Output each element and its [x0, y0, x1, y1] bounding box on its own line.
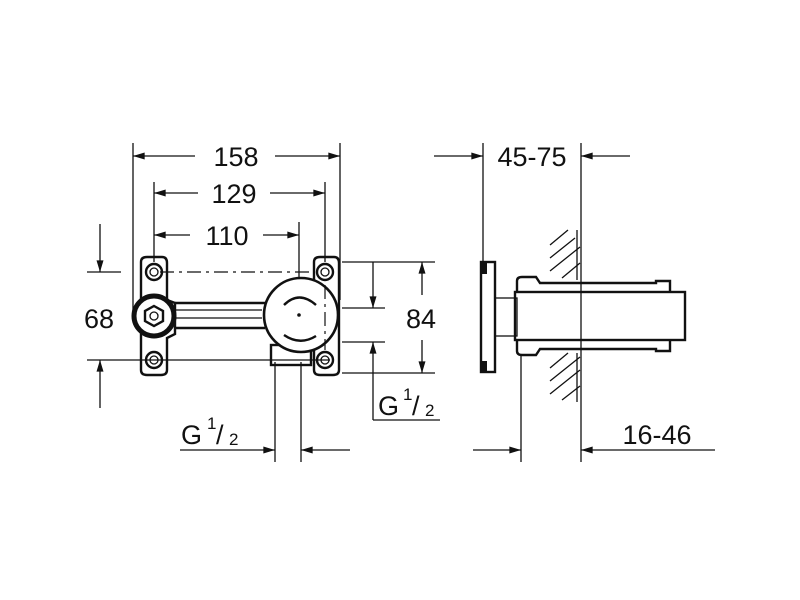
wall-hatch — [549, 229, 581, 402]
dimension-outlet-thread — [180, 362, 350, 462]
mounting-flange — [479, 260, 497, 374]
dimension-16-46: 16-46 — [473, 356, 715, 462]
inlet-fitting — [131, 293, 177, 339]
dimension-158: 158 — [133, 142, 341, 172]
dimension-label-129: 129 — [211, 179, 256, 209]
svg-text:/: / — [216, 420, 224, 450]
dimension-label-68: 68 — [84, 304, 114, 334]
svg-text:G: G — [378, 391, 399, 421]
thread-label-bottom: G 1 / 2 — [181, 414, 238, 450]
dimension-label-84: 84 — [406, 304, 436, 334]
dimension-110: 110 — [154, 221, 300, 251]
bolt-holes — [144, 262, 335, 370]
valve-body — [262, 276, 340, 354]
svg-text:1: 1 — [207, 414, 216, 433]
bracket-left — [139, 255, 177, 377]
dimension-45-75: 45-75 — [434, 142, 630, 172]
dimension-84: 84 — [342, 261, 440, 421]
svg-text:1: 1 — [403, 385, 412, 404]
valve-body-side — [513, 290, 687, 342]
front-view: 158 129 110 68 — [84, 142, 440, 462]
svg-text:2: 2 — [425, 401, 434, 420]
dimension-label-110: 110 — [205, 221, 248, 251]
dimension-label-158: 158 — [213, 142, 258, 172]
dimension-68: 68 — [84, 224, 330, 408]
dimension-label-45-75: 45-75 — [497, 142, 566, 172]
hex-nut-icon — [143, 304, 165, 328]
svg-text:2: 2 — [229, 430, 238, 449]
dimension-label-16-46: 16-46 — [622, 420, 691, 450]
dimension-129: 129 — [154, 179, 326, 209]
bracket-right — [312, 255, 341, 377]
thread-label-right: G 1 / 2 — [378, 385, 434, 421]
side-view: 45-75 16-46 — [434, 142, 715, 462]
svg-text:/: / — [412, 391, 420, 421]
svg-text:G: G — [181, 420, 202, 450]
